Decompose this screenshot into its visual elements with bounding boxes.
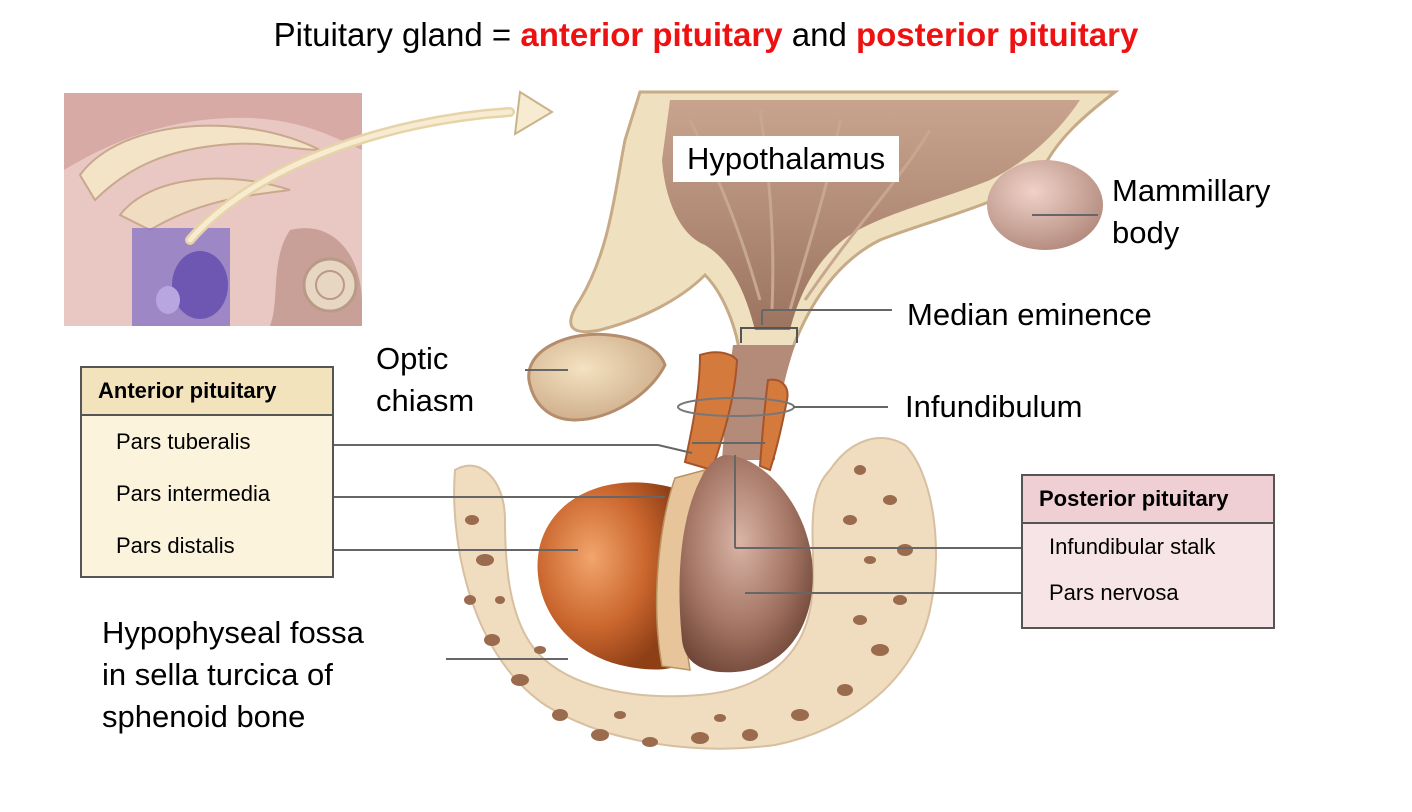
infundibulum-label: Infundibulum: [905, 389, 1083, 424]
title-prefix: Pituitary gland =: [273, 16, 521, 53]
optic-chiasm-label: Optic chiasm: [362, 330, 489, 430]
leader-lines: [262, 214, 1098, 660]
median-eminence-label: Median eminence: [907, 297, 1152, 332]
title-anterior: anterior pituitary: [520, 16, 783, 53]
title-posterior: posterior pituitary: [855, 16, 1139, 53]
pars-distalis-shape: [537, 482, 680, 670]
anterior-pituitary-box: Anterior pituitary Pars tuberalis Pars i…: [80, 366, 334, 578]
mammillary-body-label: Mammillary body: [1112, 173, 1271, 250]
title-middle: and: [782, 16, 856, 53]
list-item: Infundibular stalk: [1049, 534, 1216, 559]
list-item: Pars intermedia: [82, 468, 332, 520]
list-item: Pars tuberalis: [82, 416, 332, 468]
hypophyseal-fossa-label: Hypophyseal fossa in sella turcica of sp…: [86, 606, 380, 744]
page-title: Pituitary gland = anterior pituitary and…: [0, 16, 1412, 54]
posterior-pituitary-box: Posterior pituitary Infundibular stalk P…: [1021, 474, 1275, 629]
list-item: Pars nervosa: [1049, 580, 1179, 605]
pars-nervosa-shape: [679, 455, 813, 673]
hypothalamus-label: Hypothalamus: [673, 136, 900, 182]
mammillary-body-shape: [987, 160, 1103, 250]
posterior-pituitary-header: Posterior pituitary: [1023, 476, 1273, 524]
optic-chiasm-shape: [527, 332, 667, 422]
brain-inset-image: [64, 93, 362, 326]
list-item: Pars distalis: [82, 520, 332, 572]
anterior-pituitary-header: Anterior pituitary: [82, 368, 332, 416]
sella-turcica-bone: [453, 437, 937, 750]
